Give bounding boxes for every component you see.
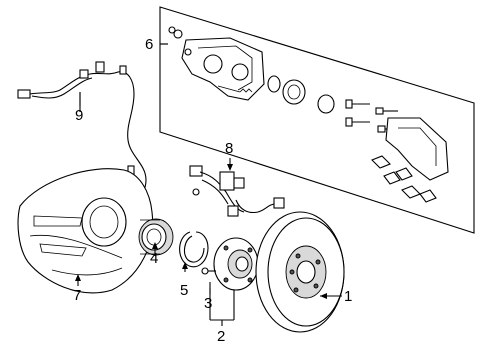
callout-1: 1: [344, 288, 352, 305]
callout-6: 6: [145, 36, 153, 53]
callout-4: 4: [150, 250, 158, 267]
caliper-kit-panel: [159, 6, 475, 234]
hub-assembly-icon: [213, 237, 259, 291]
snap-ring-icon: [179, 231, 209, 268]
callout-7: 7: [73, 287, 81, 304]
wheel-bearing-icon: [138, 218, 174, 256]
brake-hose-icon: [189, 165, 285, 217]
leader-lines: [75, 43, 342, 326]
callout-9: 9: [75, 107, 83, 124]
brake-rotor-icon: [255, 211, 345, 333]
callout-5: 5: [180, 282, 188, 299]
wheel-stud-icon: [201, 267, 216, 275]
brake-caliper-kit-icon: [168, 26, 449, 203]
abs-sensor-icon: [17, 61, 147, 223]
callout-2: 2: [217, 328, 225, 345]
caliper-pin-upper: [345, 99, 398, 115]
callout-8: 8: [225, 140, 233, 157]
callout-3: 3: [204, 295, 212, 312]
splash-shield-icon: [17, 168, 154, 294]
